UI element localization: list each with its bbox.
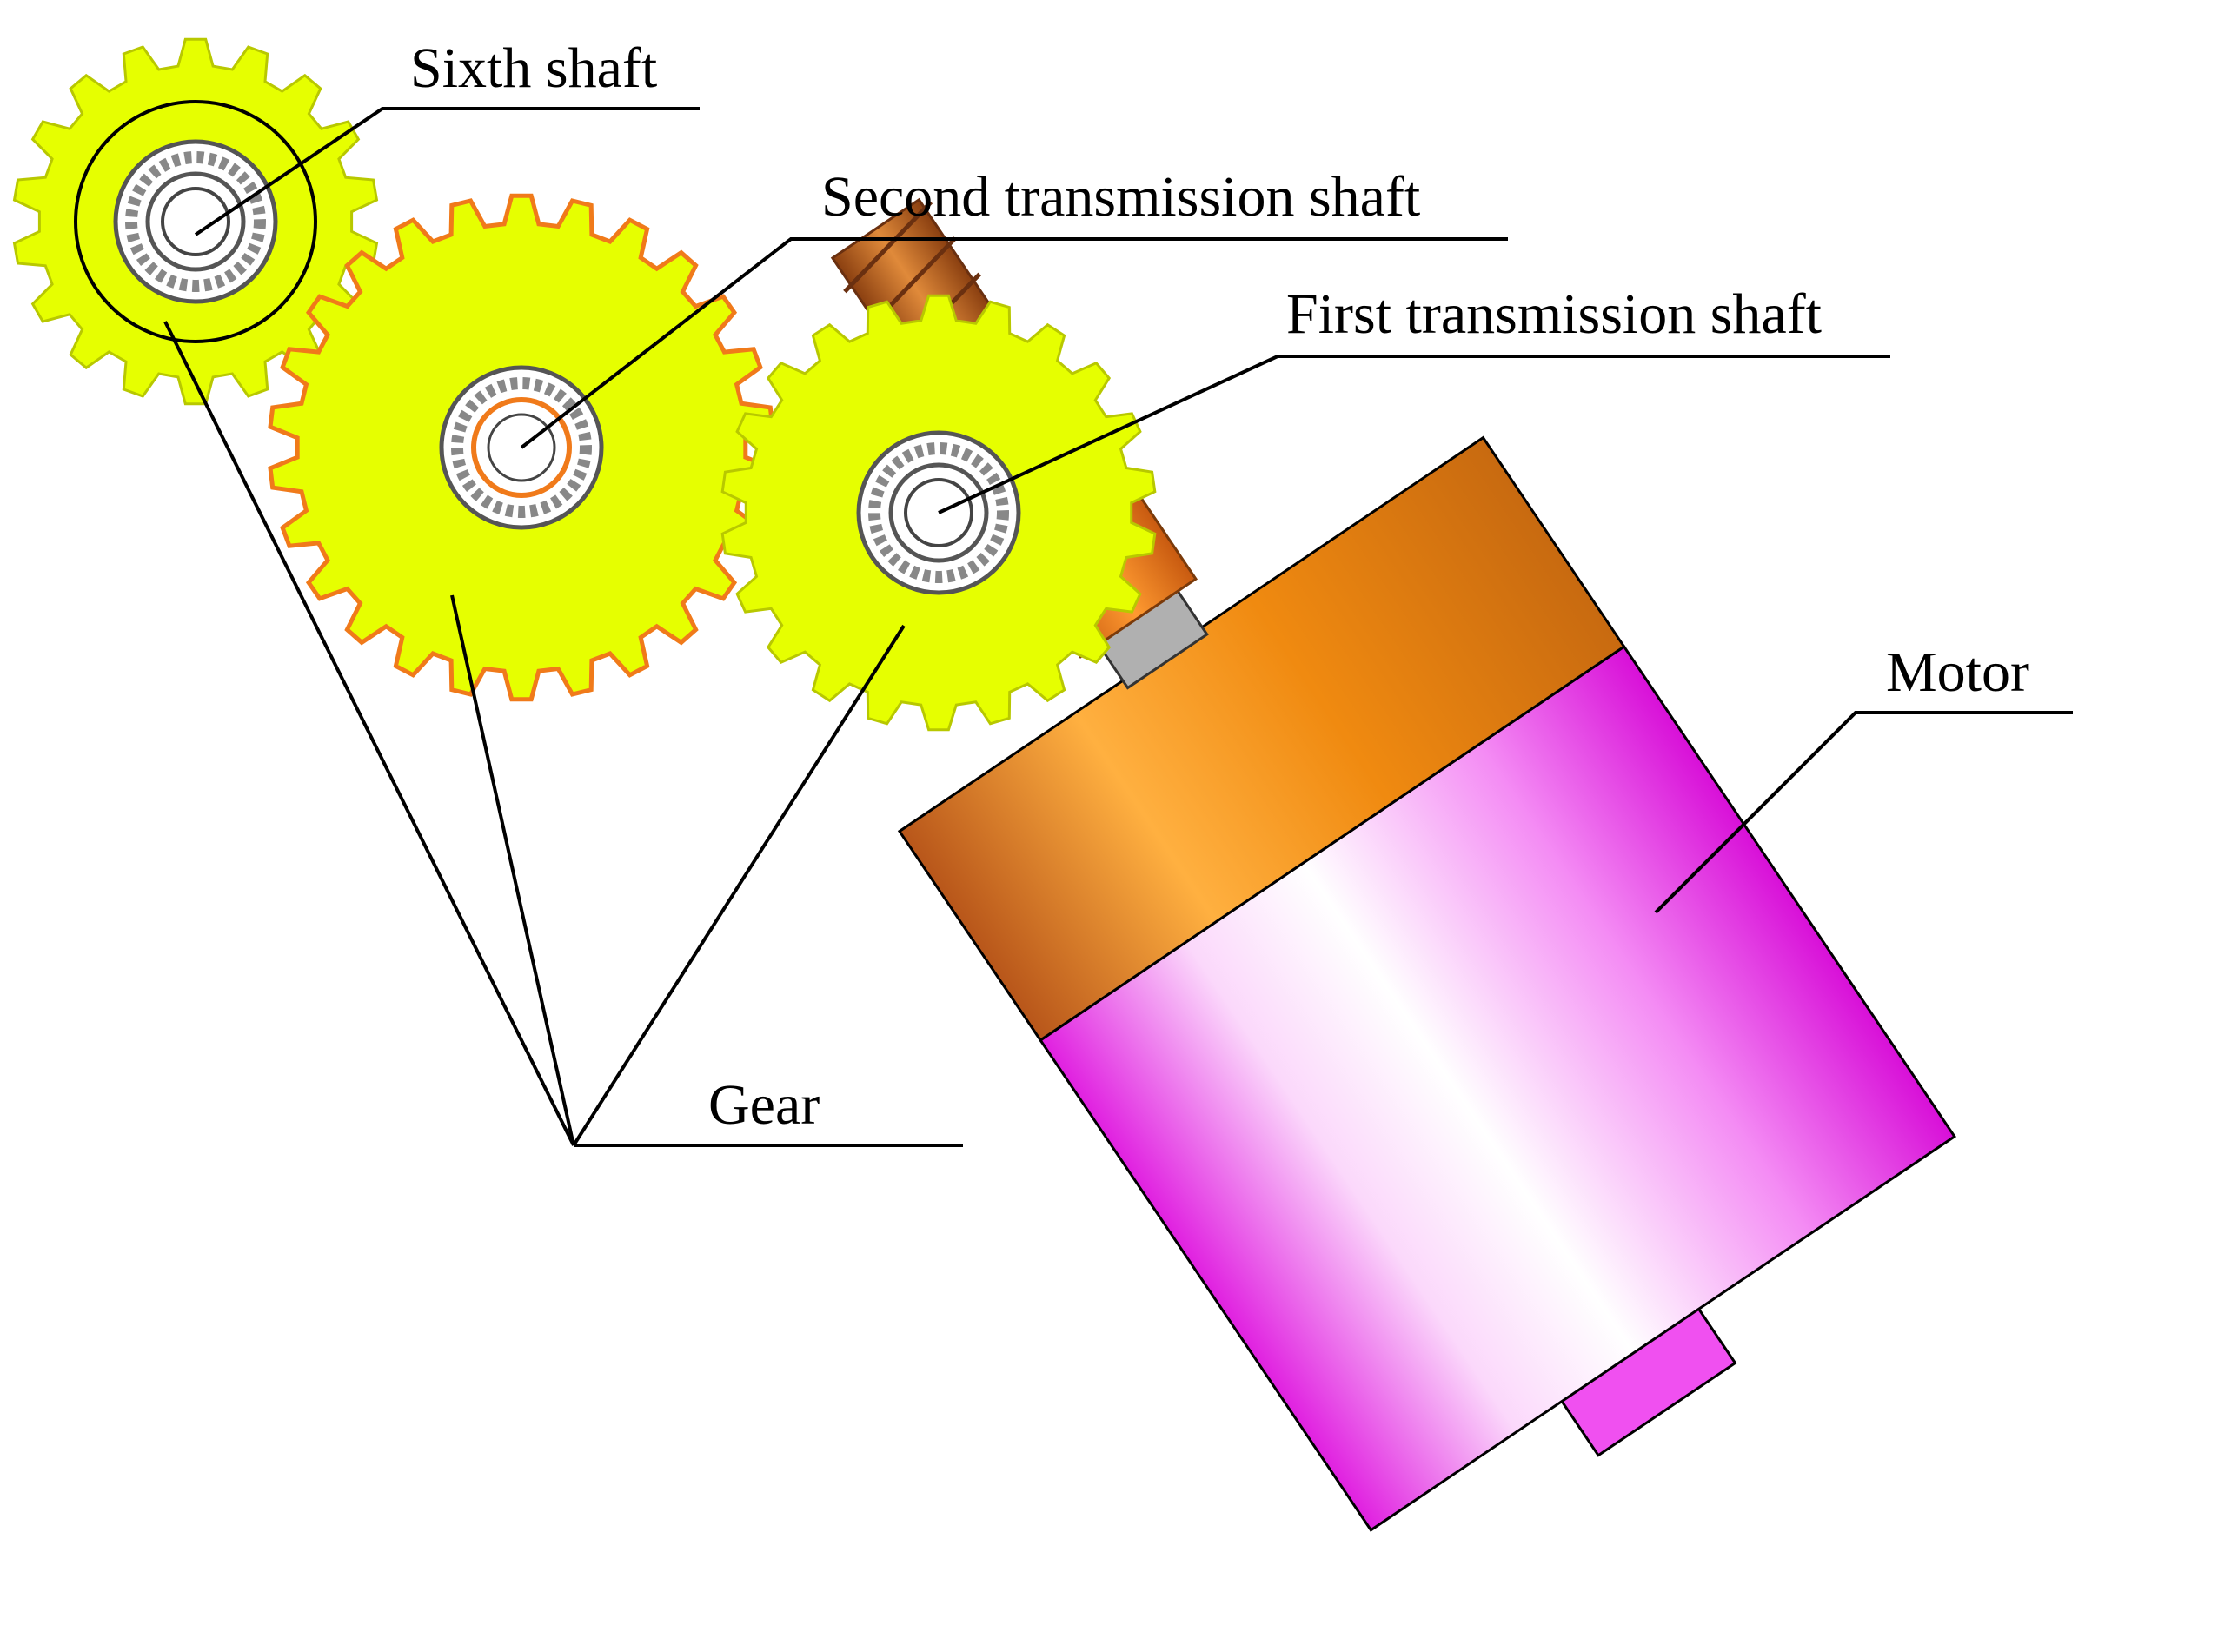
label-motor: Motor — [1886, 640, 2029, 704]
bearing-first-balls — [868, 442, 1009, 583]
leader-lines — [163, 107, 2073, 1147]
label-gear: Gear — [708, 1073, 820, 1137]
leader-motor — [1654, 711, 2073, 914]
bearing-sixth-balls — [125, 151, 266, 292]
gear-sixth — [12, 37, 379, 406]
motor-assembly — [830, 197, 1956, 1532]
label-second-shaft: Second transmission shaft — [821, 165, 1420, 229]
bearing-sixth-bore — [161, 187, 230, 256]
label-first-shaft: First transmission shaft — [1286, 282, 1822, 346]
label-sixth-shaft: Sixth shaft — [410, 36, 657, 100]
leader-first-shaft — [938, 355, 1890, 514]
leader-gear-to-second — [450, 594, 575, 1146]
leader-gear-to-sixth — [163, 321, 575, 1146]
leader-gear-to-first — [572, 624, 906, 1147]
leader-second-shaft — [520, 237, 1508, 449]
leader-sixth-shaft — [194, 107, 700, 236]
bearing-second-balls — [451, 377, 592, 518]
